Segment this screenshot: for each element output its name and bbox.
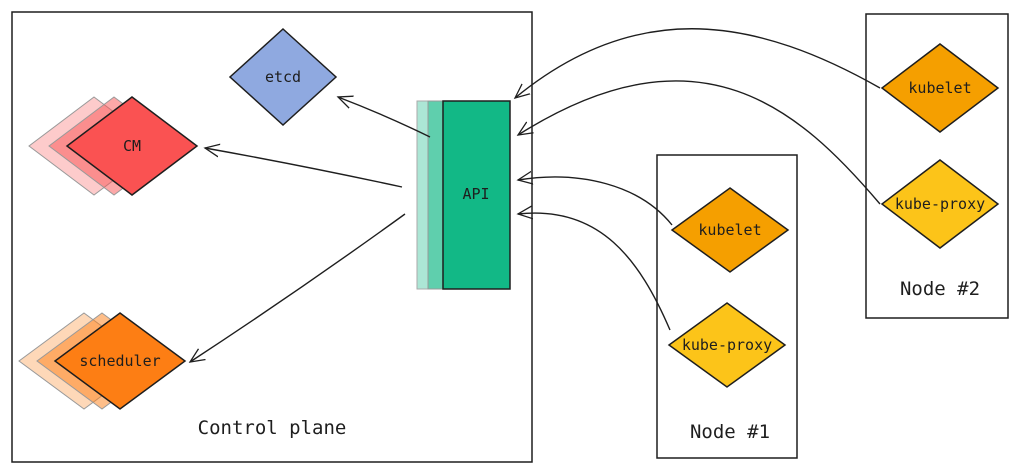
api-label: API	[462, 185, 489, 203]
node-1-kubelet[interactable]: kubelet	[670, 187, 790, 273]
arrow-api-to-etcd	[338, 97, 431, 138]
api-server-node[interactable]: API	[416, 100, 511, 290]
node-1-label: Node #1	[690, 421, 770, 443]
node-1-frame	[656, 154, 798, 459]
arrow-node-1-kubelet-to-api	[518, 177, 673, 226]
node-2-kube-proxy[interactable]: kube-proxy	[880, 159, 1000, 249]
node-1-kube-proxy[interactable]: kube-proxy	[667, 302, 787, 388]
arrow-node-2-kube-proxy-to-api	[518, 80, 881, 205]
arrow-node-2-kubelet-to-api	[515, 28, 881, 98]
etcd-label: etcd	[265, 68, 301, 86]
scheduler-label: scheduler	[79, 352, 160, 370]
node-2-kubelet-label: kubelet	[908, 79, 971, 97]
cm-node[interactable]: CM	[28, 96, 199, 196]
node-2-kubelet[interactable]: kubelet	[880, 43, 1000, 133]
node-2-label: Node #2	[900, 278, 980, 300]
control-plane-label: Control plane	[198, 417, 347, 439]
node-2-kube-proxy-label: kube-proxy	[895, 195, 985, 213]
node-2-frame	[865, 13, 1009, 319]
arrow-api-to-scheduler	[190, 213, 406, 362]
node-1-kube-proxy-label: kube-proxy	[682, 336, 772, 354]
etcd-node[interactable]: etcd	[228, 27, 338, 127]
node-1-kubelet-label: kubelet	[698, 221, 761, 239]
cm-label: CM	[123, 137, 141, 155]
scheduler-node[interactable]: scheduler	[18, 312, 187, 410]
arrow-node-1-kube-proxy-to-api	[518, 213, 671, 331]
arrow-api-to-cm	[205, 148, 403, 188]
control-plane-frame	[11, 11, 533, 463]
